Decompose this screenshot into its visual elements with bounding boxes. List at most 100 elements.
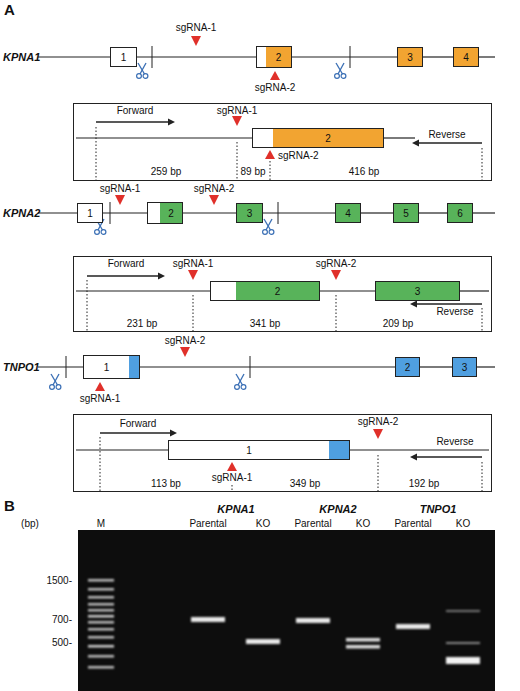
dotted-marker	[232, 485, 233, 491]
exon-number: 3	[247, 208, 253, 219]
ladder-band	[88, 609, 114, 612]
ladder-band	[88, 615, 114, 618]
exon-number: 6	[457, 208, 463, 219]
gene-line	[76, 290, 210, 291]
intron-line	[320, 290, 375, 291]
cut-tick	[250, 356, 251, 378]
exon-box: 2	[210, 281, 320, 301]
sgrna-triangle	[227, 462, 237, 471]
exon-number: 4	[463, 52, 469, 63]
inset-label: sgRNA-1	[212, 472, 253, 484]
sgrna-triangle	[115, 195, 125, 205]
exon-number: 4	[345, 208, 351, 219]
exon-box: 4	[335, 203, 361, 223]
gene-line	[38, 212, 77, 213]
gene-line	[473, 212, 495, 213]
intron-line	[423, 56, 453, 57]
sgrna-triangle	[331, 270, 341, 280]
cut-tick	[278, 202, 279, 224]
ladder-band	[88, 596, 114, 599]
exon-box: 3	[375, 281, 460, 301]
gel-label: Parental	[189, 518, 226, 530]
intron-line	[140, 366, 395, 367]
gene-line	[350, 449, 489, 450]
gene-name: TNPO1	[3, 361, 40, 373]
sgrna-triangle	[191, 36, 201, 46]
gene-name: KPNA1	[217, 503, 254, 515]
cut-tick	[66, 356, 67, 378]
exon-number: 2	[275, 286, 281, 297]
sgrna-triangle	[180, 347, 190, 357]
primer-arrowhead	[410, 454, 417, 461]
exon-number: 1	[87, 208, 93, 219]
dotted-marker	[482, 308, 483, 331]
intron-line	[183, 212, 236, 213]
scissors-symbol	[50, 374, 61, 389]
gel-label: Parental	[394, 518, 431, 530]
exon-number: 1	[104, 362, 110, 373]
exon-number: 2	[405, 362, 411, 373]
dotted-marker	[87, 280, 88, 331]
exon-box: 5	[393, 203, 419, 223]
dotted-marker	[336, 295, 337, 331]
ladder-band	[88, 621, 114, 624]
exon-number: 2	[168, 208, 174, 219]
exon-box: 3	[452, 357, 477, 377]
inset-label: 89 bp	[240, 166, 265, 178]
sgrna-label: sgRNA-1	[176, 22, 217, 34]
ladder-band	[88, 588, 114, 591]
dna-band	[446, 610, 480, 612]
gene-line	[477, 366, 495, 367]
gel-label: 700-	[52, 614, 72, 626]
exon-number: 2	[276, 52, 282, 63]
sgrna-label: sgRNA-2	[255, 82, 296, 94]
inset-label: sgRNA-1	[173, 258, 214, 270]
inset-label: sgRNA-2	[316, 258, 357, 270]
primer-arrow	[417, 142, 482, 143]
dna-band	[346, 645, 380, 649]
intron-line	[292, 56, 397, 57]
inset-label: Forward	[120, 418, 157, 430]
exon-box: 1	[77, 203, 103, 223]
dotted-marker	[193, 295, 194, 331]
sgrna-triangle	[270, 71, 280, 80]
ladder-band	[88, 579, 114, 582]
primer-arrow	[96, 121, 170, 122]
exon-box: 3	[236, 203, 263, 223]
dna-band	[346, 638, 380, 642]
gene-line	[76, 449, 168, 450]
gel-label: KO	[456, 518, 470, 530]
inset-label: 231 bp	[127, 318, 158, 330]
sgrna-triangle	[265, 150, 275, 159]
primer-arrowhead	[410, 301, 417, 308]
exon-box: 2	[147, 202, 183, 224]
primer-arrowhead	[158, 273, 165, 280]
gene-line	[460, 290, 489, 291]
panel-letter: A	[4, 2, 15, 18]
gel-label: M	[97, 518, 105, 530]
ladder-band	[88, 628, 114, 631]
inset-frame: ForwardsgRNA-1sgRNA-2Reverse259 bp89 bp4…	[73, 103, 492, 181]
dna-band	[396, 624, 430, 629]
intron-line	[361, 212, 393, 213]
scissors-symbol	[335, 63, 346, 78]
inset-label: 113 bp	[151, 478, 181, 490]
sgrna-triangle	[188, 270, 198, 280]
intron-line	[103, 212, 147, 213]
gene-name: KPNA1	[3, 51, 40, 63]
sgrna-triangle	[209, 195, 219, 205]
gel-label: 1500-	[46, 575, 72, 587]
intron-line	[419, 212, 447, 213]
gel-image	[78, 530, 495, 691]
exon-number: 2	[325, 133, 331, 144]
inset-label: 341 bp	[250, 318, 281, 330]
exon-box: 2	[395, 357, 420, 377]
gel-bands	[88, 579, 480, 669]
gel-label: KO	[256, 518, 270, 530]
ladder-band	[88, 636, 114, 639]
exon-box: 4	[453, 47, 479, 67]
exon-number: 3	[415, 286, 421, 297]
scissors-symbol	[263, 219, 274, 234]
dna-band	[191, 617, 225, 622]
exon-number: 3	[407, 52, 413, 63]
